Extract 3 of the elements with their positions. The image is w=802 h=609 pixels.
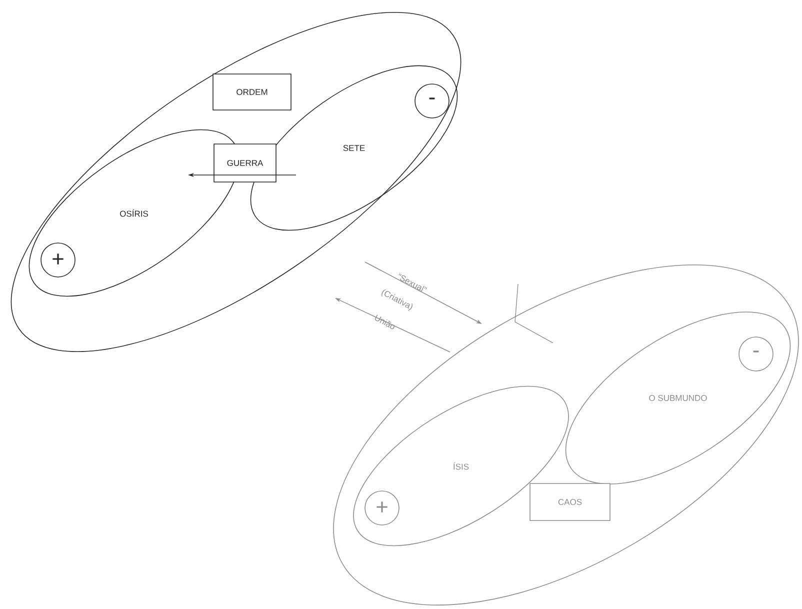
label-box: GUERRA xyxy=(214,144,276,182)
label-box: ORDEM xyxy=(212,74,292,110)
label-box: CAOS xyxy=(530,483,610,521)
